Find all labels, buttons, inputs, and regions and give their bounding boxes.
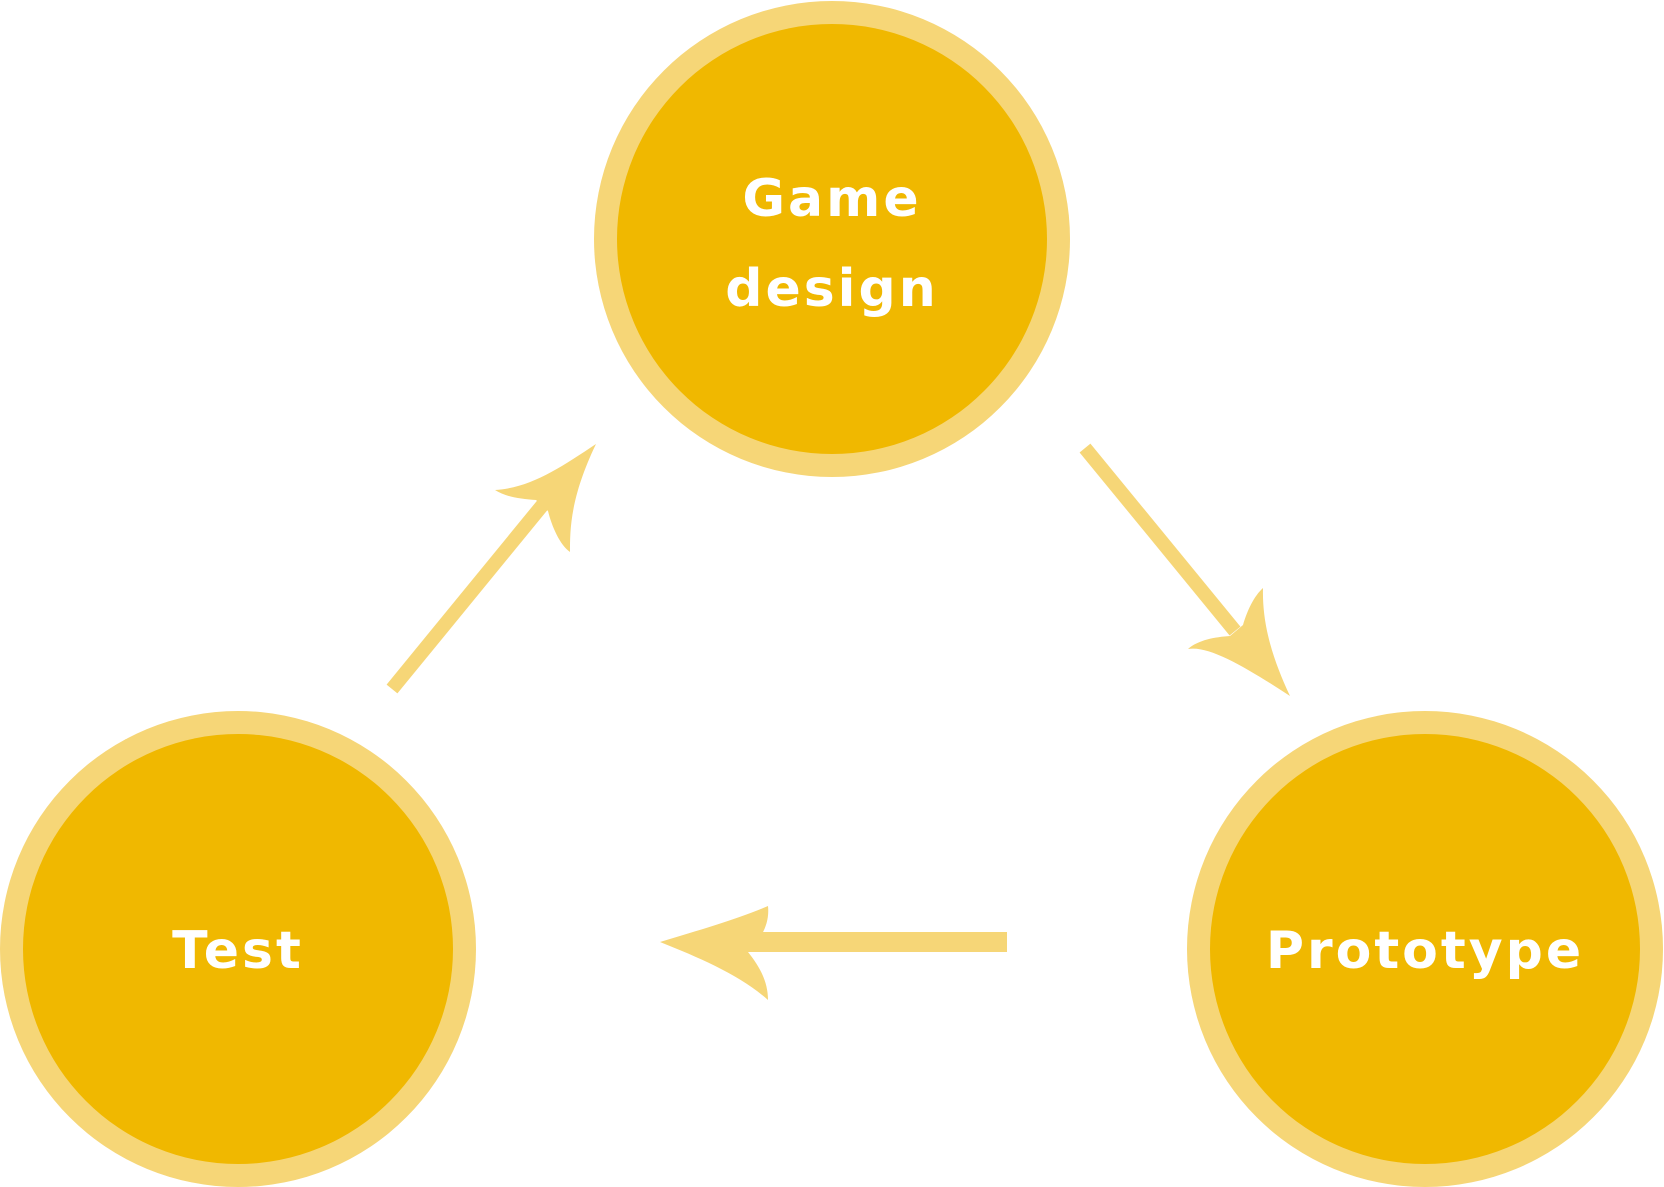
arrow-game-design-to-prototype-shaft: [1079, 443, 1241, 636]
node-game-design-disc: [617, 24, 1047, 454]
arrow-test-to-game-design-shaft: [386, 497, 551, 694]
node-game-design-label-line1: Game: [742, 169, 921, 229]
arrow-test-to-game-design: [386, 444, 596, 694]
node-test: Test: [0, 711, 476, 1187]
node-prototype-label: Prototype: [1266, 921, 1584, 981]
node-game-design-label-line2: design: [725, 259, 939, 319]
arrow-prototype-to-test-shaft: [745, 932, 1007, 952]
node-prototype-disc: [1210, 734, 1640, 1164]
node-test-disc: [23, 734, 453, 1164]
node-test-label: Test: [172, 921, 304, 981]
arrow-prototype-to-test-head: [660, 906, 769, 1000]
arrow-game-design-to-prototype-head: [1188, 588, 1290, 696]
arrow-game-design-to-prototype: [1079, 443, 1290, 696]
node-game-design: Game design: [594, 1, 1070, 477]
node-prototype: Prototype: [1187, 711, 1663, 1187]
arrow-test-to-game-design-head: [495, 444, 596, 552]
arrow-prototype-to-test: [660, 906, 1007, 1000]
